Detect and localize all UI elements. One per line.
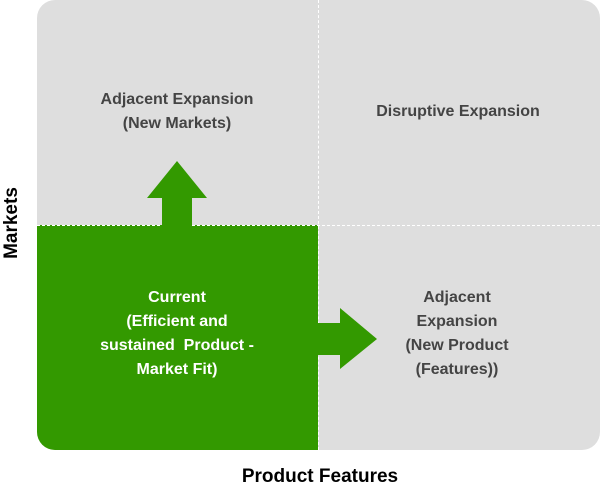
quadrant-top-left-label: Adjacent Expansion (New Markets): [67, 88, 287, 136]
horizontal-divider: [37, 225, 600, 226]
label-line: Adjacent: [423, 289, 491, 306]
label-line: (New Markets): [122, 115, 232, 132]
arrow-right-icon: [317, 308, 377, 369]
current-quadrant-fill: [37, 225, 318, 450]
arrow-up-icon: [147, 161, 207, 226]
quadrant-top-right-label: Disruptive Expansion: [338, 100, 578, 124]
label-line: Adjacent Expansion: [100, 91, 254, 108]
label-line: Market Fit): [136, 361, 218, 378]
label-line: sustained Product -: [100, 337, 254, 354]
label-line: (Efficient and: [126, 313, 228, 330]
quadrant-bottom-right-label: Adjacent Expansion (New Product (Feature…: [377, 286, 537, 382]
y-axis-label: Markets: [1, 187, 22, 259]
x-axis-label: Product Features: [241, 466, 399, 487]
label-line: Expansion: [416, 313, 498, 330]
label-line: Disruptive Expansion: [376, 103, 540, 120]
label-line: Current: [148, 289, 206, 306]
quadrant-bottom-left-label: Current (Efficient and sustained Product…: [67, 286, 287, 382]
label-line: (New Product: [405, 337, 509, 354]
matrix-board: [37, 0, 600, 450]
label-line: (Features)): [415, 361, 499, 378]
